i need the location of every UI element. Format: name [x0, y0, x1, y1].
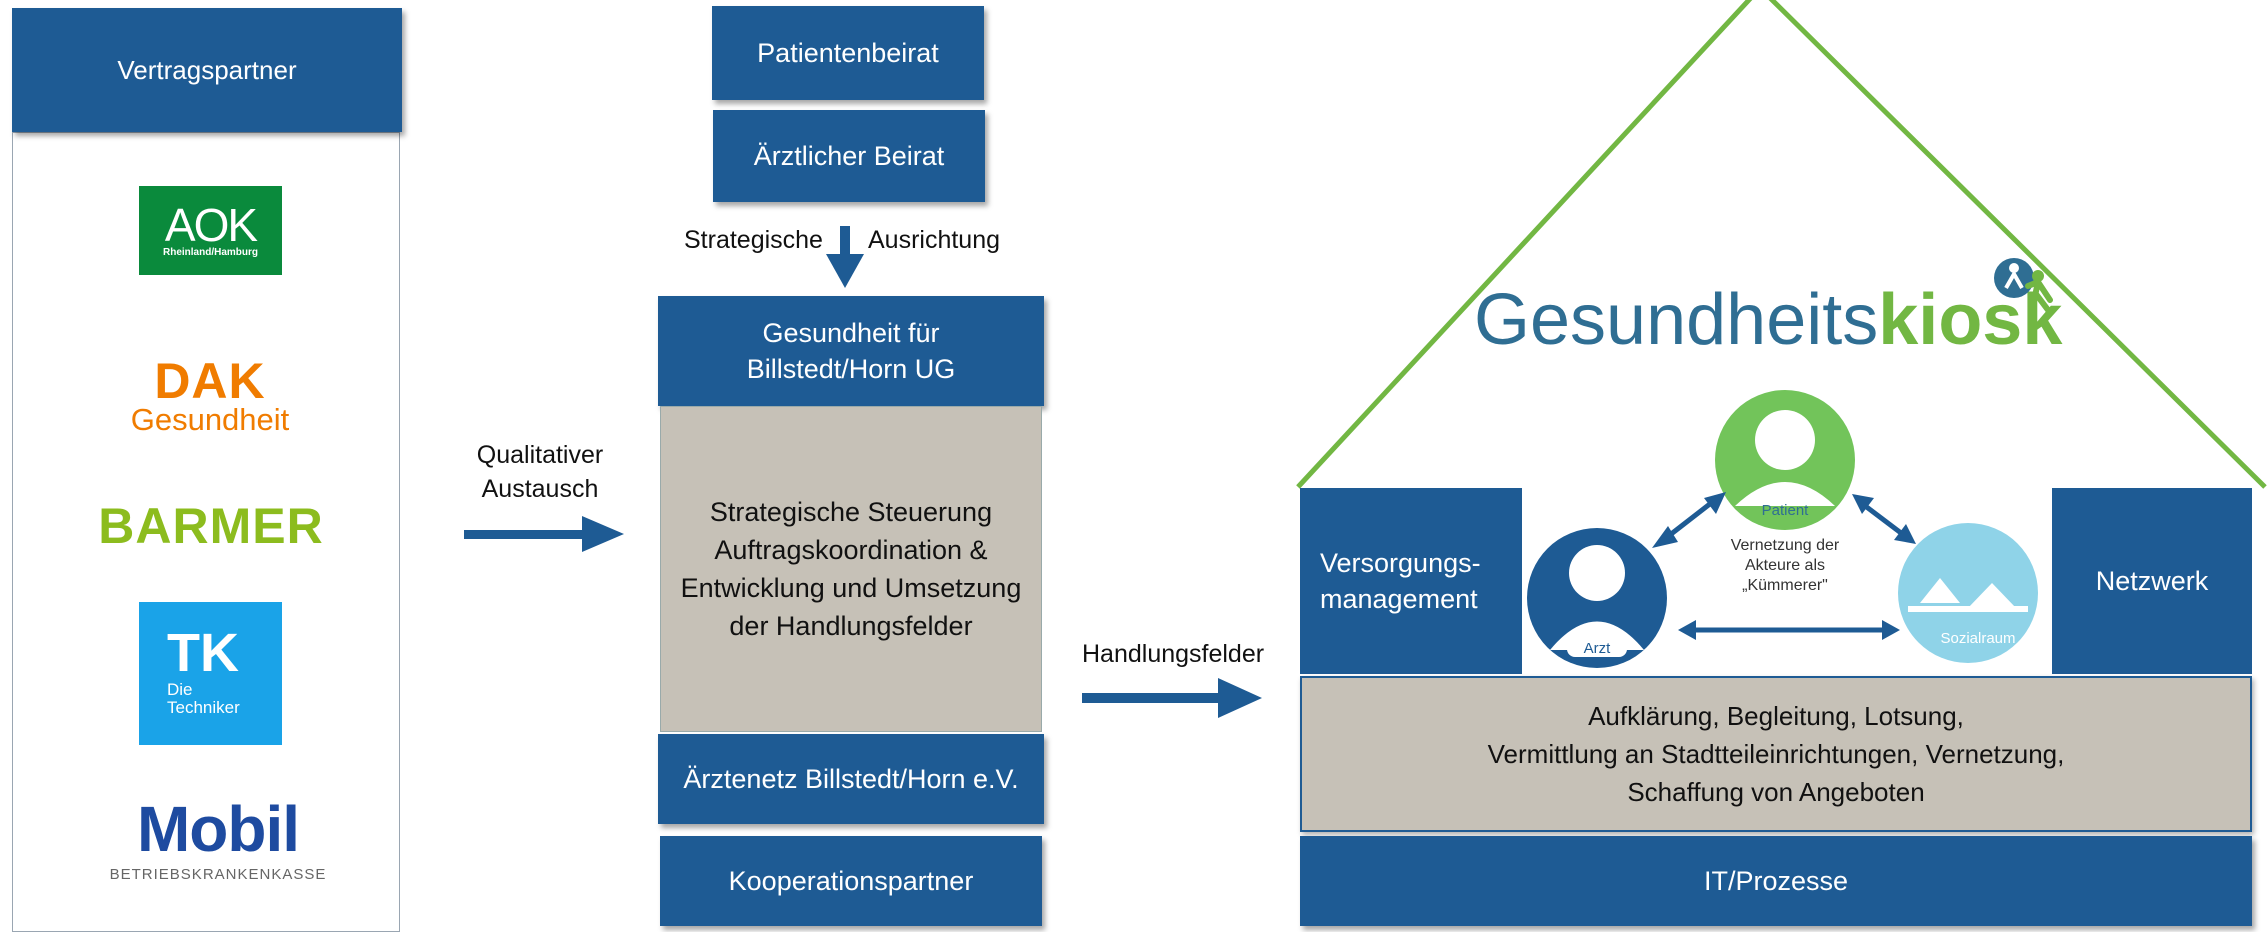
services-label: Aufklärung, Begleitung, Lotsung, Vermitt…: [1487, 701, 2065, 807]
kooperation-label: Kooperationspartner: [728, 865, 974, 896]
aok-logo-sub: Rheinland/Hamburg: [162, 247, 258, 258]
house-roof: [1296, 0, 2267, 489]
company-label: Gesundheit für Billstedt/Horn UG: [746, 318, 956, 384]
tk-logo-name: TK: [167, 622, 239, 683]
strategic-arrow: [826, 226, 864, 288]
partners-header: Vertragspartner: [12, 8, 402, 132]
barmer-logo: BARMER: [96, 496, 326, 556]
tk-logo-sub: Die Techniker: [167, 679, 240, 717]
brand-logo: Gesundheitskiosk: [1474, 280, 2062, 360]
patient-label: Patient: [1761, 502, 1809, 519]
mobil-logo-sub: BETRIEBSKRANKENKASSE: [109, 865, 327, 883]
mobil-logo-name: Mobil: [136, 792, 300, 865]
tasks-box: Strategische Steuerung Auftragskoordinat…: [660, 406, 1042, 732]
exchange-label: Qualitativer Austausch: [476, 441, 604, 503]
left-pillar-label: Versorgungs- management: [1320, 548, 1481, 614]
right-pillar-label: Netzwerk: [2095, 565, 2209, 596]
brand-bold: kiosk: [1878, 280, 2063, 360]
kooperation-box: Kooperationspartner: [660, 836, 1042, 926]
aerztlicher-beirat-box: Ärztlicher Beirat: [713, 110, 985, 202]
dak-logo: DAK Gesundheit: [130, 352, 290, 442]
aerztenetz-label: Ärztenetz Billstedt/Horn e.V.: [683, 763, 1019, 794]
fields-arrow: [1082, 678, 1262, 718]
aerztenetz-box: Ärztenetz Billstedt/Horn e.V.: [658, 734, 1044, 824]
sozialraum-label: Sozialraum: [1940, 630, 2016, 647]
exchange-arrow: [464, 516, 624, 552]
fields-label: Handlungsfelder: [1082, 640, 1265, 668]
tk-logo: TK Die Techniker: [139, 602, 282, 745]
left-pillar: Versorgungs- management: [1300, 488, 1522, 674]
patientenbeirat-box: Patientenbeirat: [712, 6, 984, 100]
foundation-label: IT/Prozesse: [1703, 865, 1849, 896]
barmer-logo-name: BARMER: [98, 498, 324, 554]
mobil-logo: Mobil BETRIEBSKRANKENKASSE: [98, 790, 338, 890]
brand-figures-icon: [1994, 258, 2053, 313]
aok-logo: AOK Rheinland/Hamburg: [139, 186, 282, 275]
dak-logo-name: DAK: [154, 353, 266, 409]
services-box: Aufklärung, Begleitung, Lotsung, Vermitt…: [1300, 676, 2252, 832]
network-center-text: Vernetzung der Akteure als „Kümmerer": [1730, 537, 1840, 594]
aerztlicher-beirat-label: Ärztlicher Beirat: [753, 140, 945, 171]
company-box: Gesundheit für Billstedt/Horn UG: [658, 296, 1044, 406]
brand-regular: Gesundheits: [1474, 280, 1879, 360]
dak-logo-sub: Gesundheit: [130, 402, 290, 437]
patientenbeirat-label: Patientenbeirat: [757, 37, 939, 68]
aok-logo-name: AOK: [164, 199, 258, 251]
strategic-label-left: Strategische: [684, 226, 823, 254]
tasks-label: Strategische Steuerung Auftragskoordinat…: [680, 497, 1022, 641]
strategic-label-right: Ausrichtung: [868, 226, 1001, 254]
partners-title: Vertragspartner: [117, 54, 297, 85]
arzt-label: Arzt: [1567, 640, 1627, 657]
right-pillar: Netzwerk: [2052, 488, 2252, 674]
foundation-box: IT/Prozesse: [1300, 836, 2252, 926]
